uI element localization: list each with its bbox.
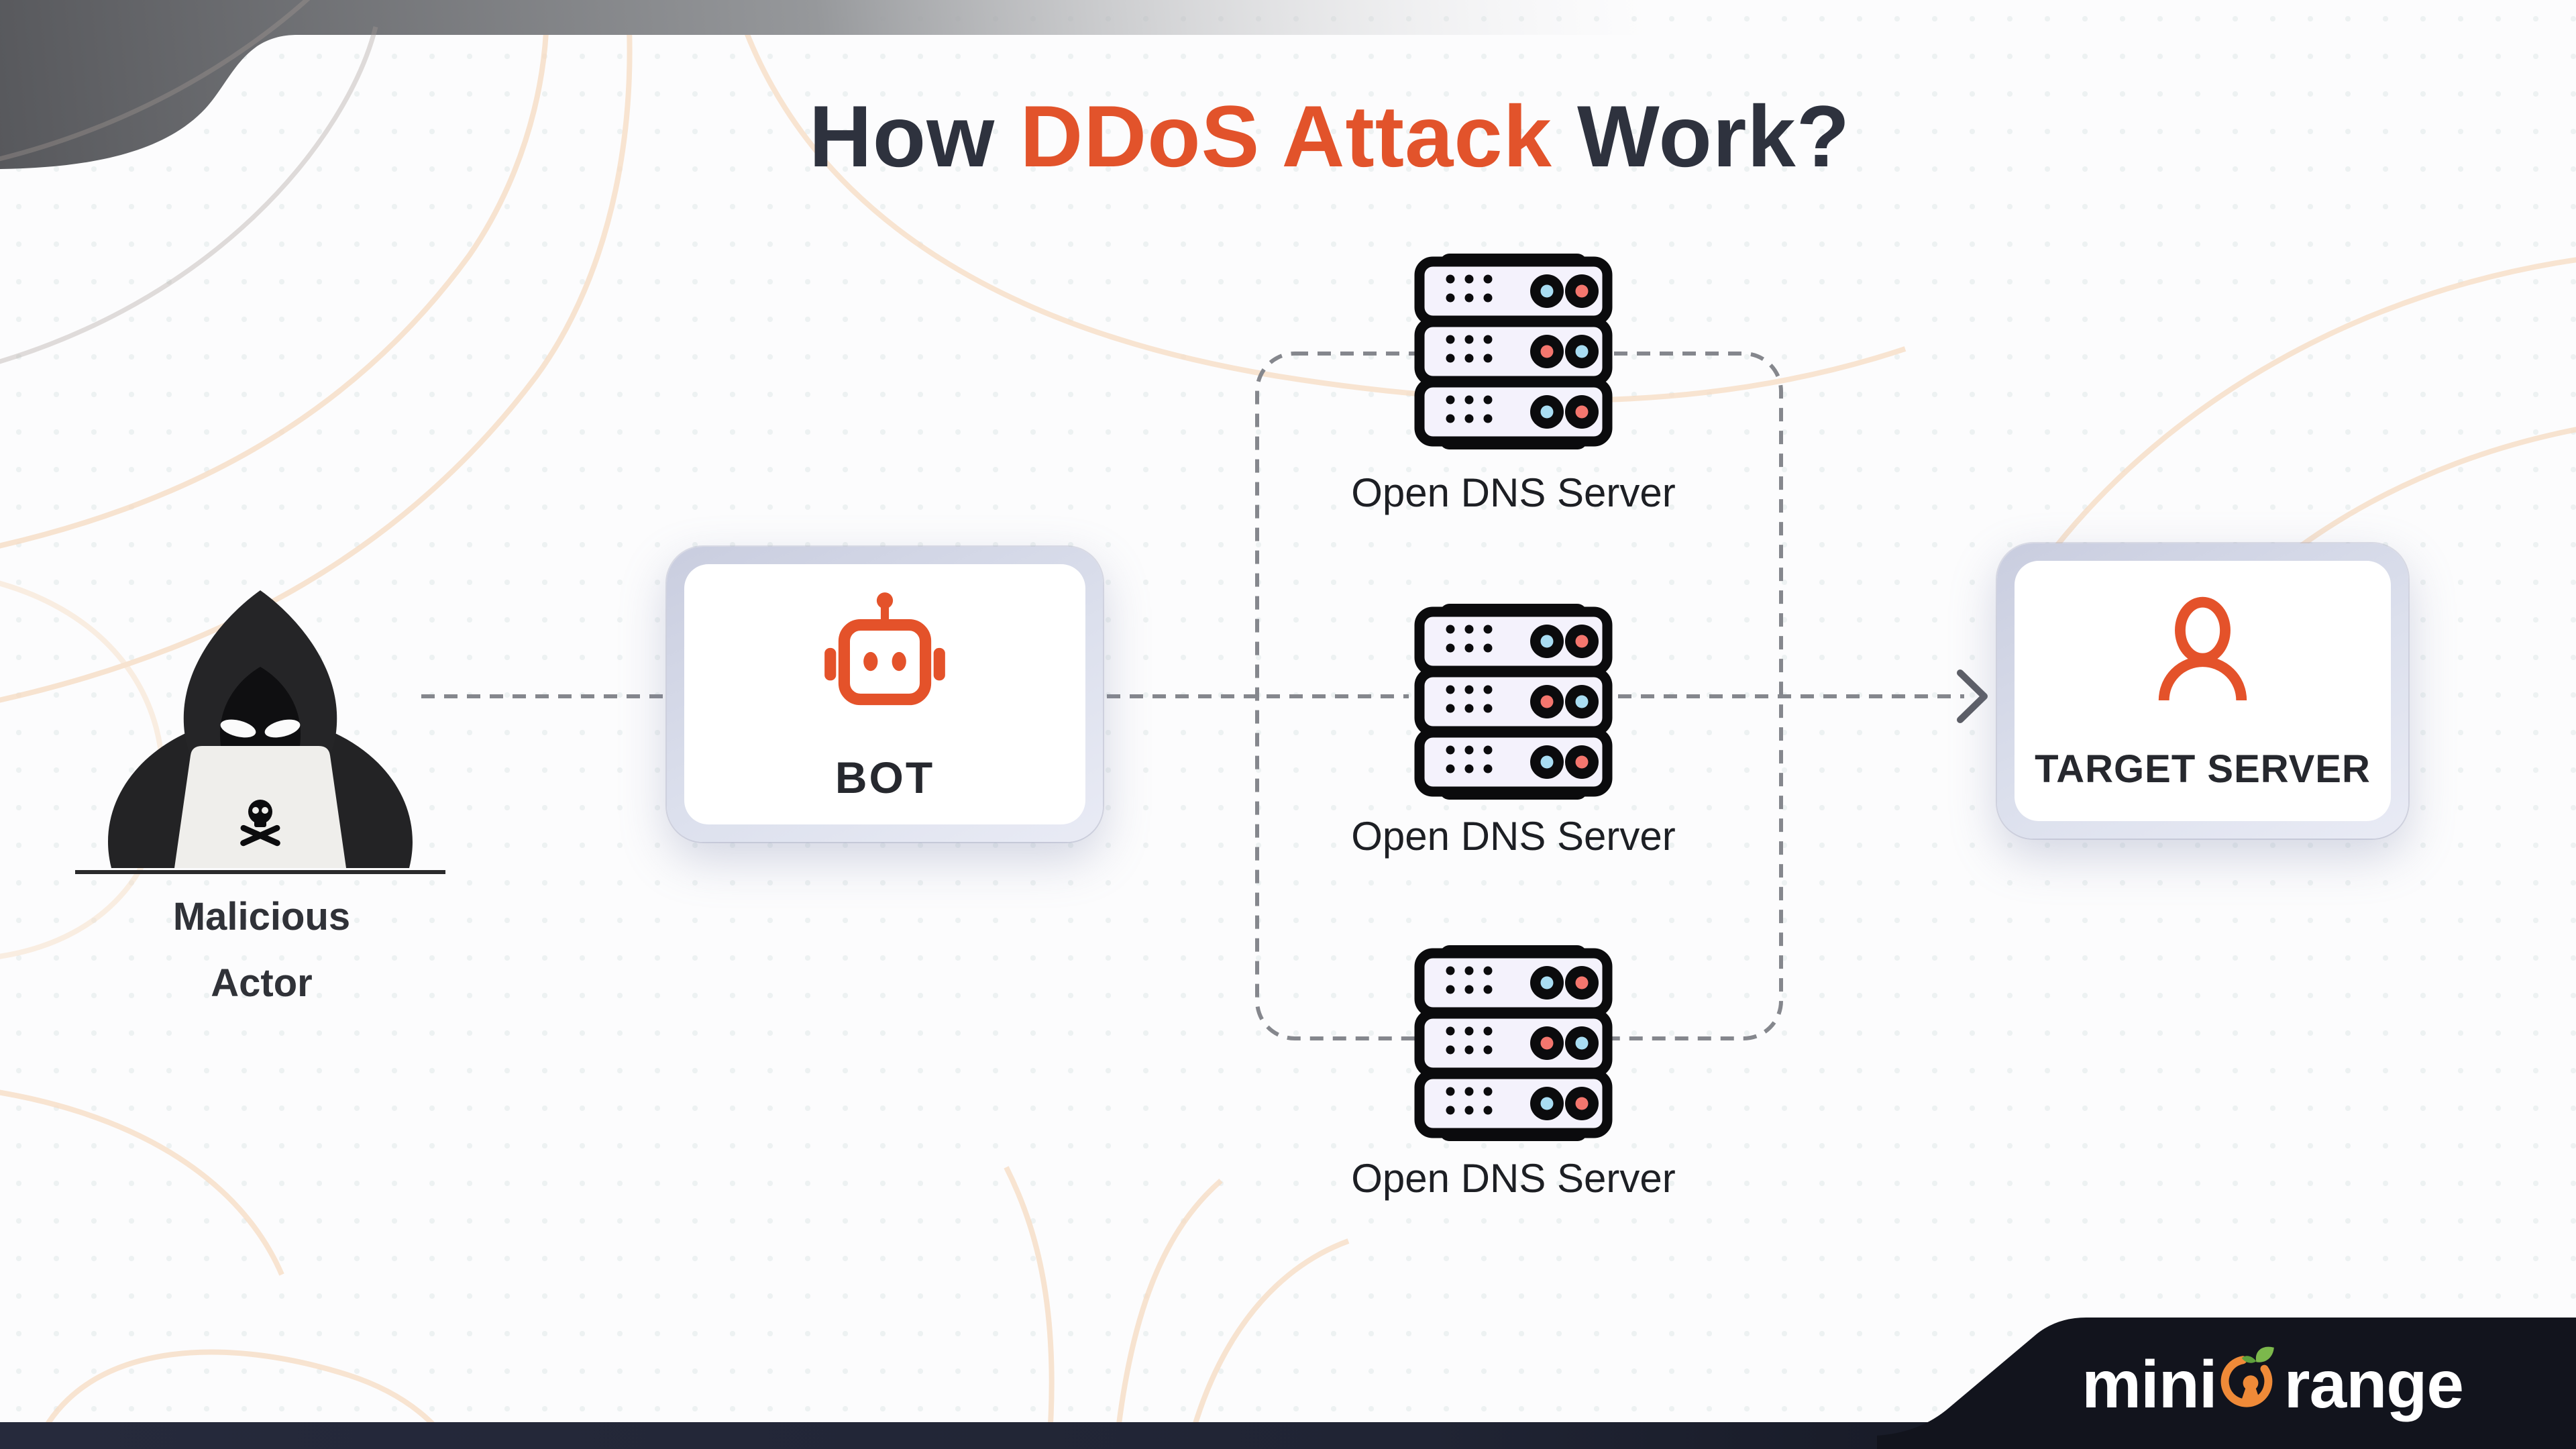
target-server-card: TARGET SERVER xyxy=(1997,543,2408,839)
server-stack-icon xyxy=(1413,250,1614,451)
hacker-icon xyxy=(75,590,445,874)
malicious-actor-label: Malicious Actor xyxy=(172,895,351,1005)
bot-card: BOT xyxy=(667,547,1103,842)
logo-text-range: range xyxy=(2284,1346,2464,1422)
dns-server-label: Open DNS Server xyxy=(1351,814,1676,859)
top-corner-shape xyxy=(0,0,1717,169)
target-server-label: TARGET SERVER xyxy=(2035,747,2371,791)
robot-icon xyxy=(814,586,956,728)
bot-label: BOT xyxy=(835,753,935,802)
dns-server-label: Open DNS Server xyxy=(1351,1156,1676,1201)
person-icon xyxy=(2134,590,2271,728)
logo-text-mini: mini xyxy=(2082,1346,2218,1422)
skull-icon xyxy=(240,800,280,847)
title-highlight: DDoS Attack xyxy=(1020,87,1552,185)
brand-logo: mini range xyxy=(2082,1338,2464,1432)
server-stack-icon xyxy=(1413,600,1614,801)
dns-server-label: Open DNS Server xyxy=(1351,470,1676,515)
server-stack-icon xyxy=(1413,941,1614,1142)
title-pre: How xyxy=(808,87,1020,185)
title-post: Work? xyxy=(1552,87,1851,185)
page-title: How DDoS Attack Work? xyxy=(809,86,1850,186)
logo-orange-icon xyxy=(2220,1346,2274,1407)
arrowhead-icon xyxy=(1957,669,1988,723)
